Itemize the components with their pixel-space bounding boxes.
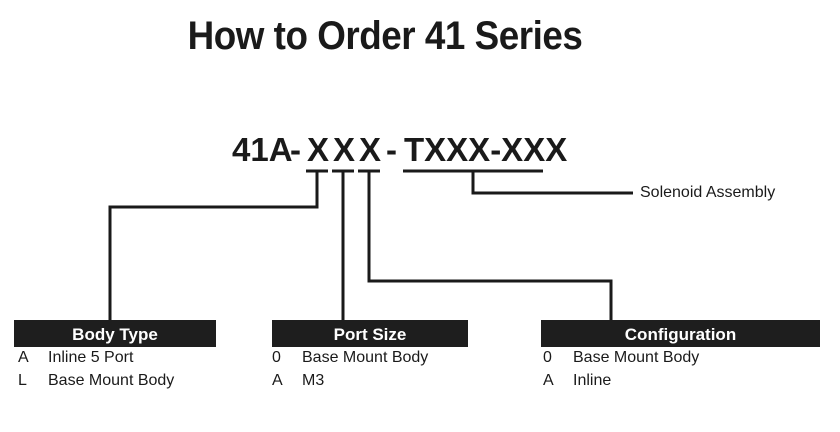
option-label: Inline xyxy=(573,372,612,389)
part-x-port-size: X xyxy=(333,131,356,168)
option-label: Base Mount Body xyxy=(48,372,175,389)
connector-solenoid xyxy=(471,171,633,195)
option-label: Inline 5 Port xyxy=(48,349,134,366)
part-dash-2: - xyxy=(386,131,397,168)
option-label: Base Mount Body xyxy=(302,349,429,366)
option-code: A xyxy=(272,372,283,389)
part-dash-1: - xyxy=(290,131,301,168)
option-code: A xyxy=(543,372,554,389)
option-code: 0 xyxy=(543,349,552,366)
body-type-option: L Base Mount Body xyxy=(18,372,174,390)
part-prefix: 41A xyxy=(232,131,293,168)
option-code: A xyxy=(18,349,29,366)
solenoid-assembly-label: Solenoid Assembly xyxy=(640,184,776,201)
option-code: 0 xyxy=(272,349,281,366)
port-size-option: A M3 xyxy=(272,372,324,390)
connector-body-type xyxy=(108,171,319,320)
port-size-header: Port Size xyxy=(272,320,468,347)
part-x-configuration: X xyxy=(359,131,382,168)
option-code: L xyxy=(18,372,27,389)
page-title: How to Order 41 Series xyxy=(187,14,583,58)
connector-configuration xyxy=(367,171,613,320)
part-suffix: TXXX-XXX xyxy=(404,131,568,168)
option-label: M3 xyxy=(302,372,325,389)
configuration-option: A Inline xyxy=(543,372,611,390)
body-type-header: Body Type xyxy=(14,320,216,347)
configuration-header: Configuration xyxy=(541,320,820,347)
part-x-body-type: X xyxy=(307,131,330,168)
body-type-option: A Inline 5 Port xyxy=(18,349,133,367)
configuration-option: 0 Base Mount Body xyxy=(543,349,699,367)
option-label: Base Mount Body xyxy=(573,349,700,366)
port-size-option: 0 Base Mount Body xyxy=(272,349,428,367)
